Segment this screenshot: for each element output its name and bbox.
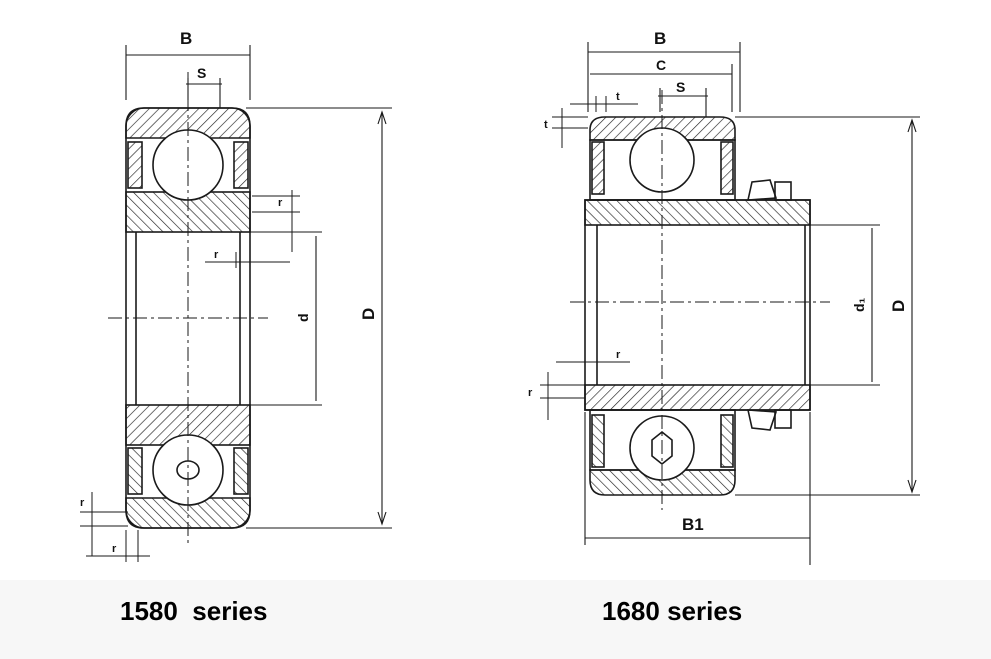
label-B-left: B — [180, 29, 192, 48]
drawing-panel — [0, 0, 991, 580]
set-screw-bottom — [746, 409, 778, 431]
seal-top-right — [233, 141, 249, 189]
seal-bottom-left-1680 — [591, 414, 605, 468]
seal-top-left — [127, 141, 143, 189]
bearing-1580 — [80, 45, 392, 562]
outer-ring-bottom-1680 — [589, 469, 736, 496]
inner-sleeve-top — [584, 199, 811, 226]
label-D-left: D — [359, 308, 378, 320]
seal-top-right-1680 — [720, 141, 734, 195]
label-r-bottom1-left: r — [80, 497, 85, 509]
label-B1-right: B1 — [682, 515, 704, 534]
label-d1-right: d₁ — [851, 297, 867, 312]
seal-bottom-left — [127, 447, 143, 495]
ball-bottom — [152, 434, 224, 506]
label-t2-right: t — [544, 119, 548, 131]
seal-bottom-right-1680 — [720, 414, 734, 468]
caption-1580-series: 1580 series — [120, 596, 268, 626]
outer-ring-bottom — [125, 497, 251, 529]
label-S-left: S — [197, 65, 206, 81]
label-r-bottom2-left: r — [112, 543, 117, 555]
label-r-inner-left: r — [214, 249, 219, 261]
set-screw-top — [746, 179, 778, 201]
label-S-right: S — [676, 79, 685, 95]
seal-top-left-1680 — [591, 141, 605, 195]
label-C-right: C — [656, 57, 666, 73]
caption-1680-series: 1680 series — [602, 596, 743, 626]
label-t-right: t — [616, 91, 620, 103]
bearing-1680 — [540, 42, 920, 565]
seal-bottom-right — [233, 447, 249, 495]
cage-bottom-1680 — [651, 430, 673, 466]
label-B-right: B — [654, 29, 666, 48]
label-r1-right: r — [616, 349, 621, 361]
label-d-left: d — [295, 313, 311, 322]
inner-sleeve-bottom — [584, 384, 811, 411]
label-r2-right: r — [528, 387, 533, 399]
label-D-right: D — [889, 300, 908, 312]
label-r-outer-left: r — [278, 197, 283, 209]
